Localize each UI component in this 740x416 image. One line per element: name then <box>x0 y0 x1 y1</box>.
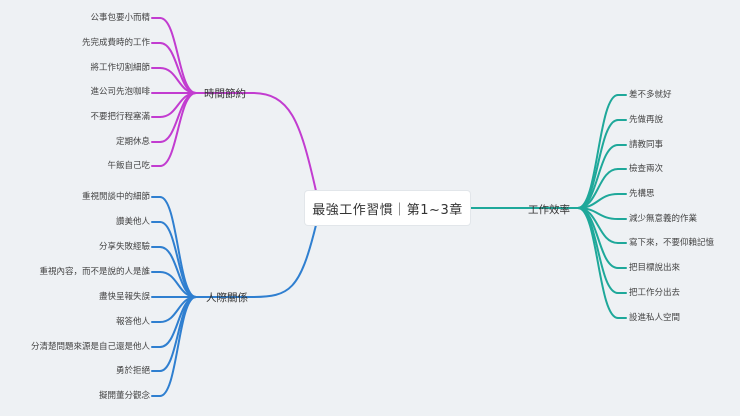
connector-eff-10 <box>577 207 619 319</box>
leaf-eff-9[interactable]: 把工作分出去 <box>629 288 681 298</box>
leaf-time-3[interactable]: 將工作切割細節 <box>90 63 150 73</box>
leaf-eff-3[interactable]: 請教同事 <box>629 140 664 150</box>
connector-time-7 <box>159 92 197 167</box>
leaf-eff-7[interactable]: 寫下來，不要仰賴記憶 <box>629 238 715 248</box>
leaf-eff-5[interactable]: 先構思 <box>629 189 655 199</box>
connector-center-people <box>251 224 317 298</box>
connector-center-time <box>251 92 317 192</box>
branch-time-saving[interactable]: 時間節約 <box>204 86 246 101</box>
leaf-people-7[interactable]: 分清楚問題來源是自己還是他人 <box>30 342 150 352</box>
leaf-people-4[interactable]: 重視內容，而不是說的人是誰 <box>39 267 150 277</box>
leaf-time-5[interactable]: 不要把行程塞滿 <box>90 112 150 122</box>
leaf-people-9[interactable]: 擬開董分觀念 <box>98 391 150 401</box>
leaf-time-4[interactable]: 進公司先泡咖啡 <box>90 87 150 97</box>
leaf-people-5[interactable]: 盡快呈報失誤 <box>98 292 150 302</box>
leaf-eff-10[interactable]: 設進私人空間 <box>629 313 681 323</box>
leaf-people-2[interactable]: 讚美他人 <box>115 217 150 227</box>
leaf-eff-6[interactable]: 減少無意義的作業 <box>629 214 698 224</box>
connector-people-9 <box>159 296 197 397</box>
leaf-people-3[interactable]: 分享失敗經驗 <box>98 242 150 252</box>
branch-efficiency[interactable]: 工作效率 <box>528 202 570 217</box>
branch-relationships[interactable]: 人際關係 <box>206 290 248 305</box>
leaf-time-2[interactable]: 先完成費時的工作 <box>81 38 150 48</box>
branch-efficiency-label: 工作效率 <box>528 204 570 216</box>
leaf-time-7[interactable]: 午飯自己吃 <box>107 161 150 171</box>
connector-eff-9 <box>577 207 619 294</box>
leaf-time-1[interactable]: 公事包要小而精 <box>90 13 150 23</box>
leaf-time-6[interactable]: 定期休息 <box>115 137 150 147</box>
branch-relationships-label: 人際關係 <box>206 292 248 304</box>
leaf-people-6[interactable]: 報答他人 <box>115 317 150 327</box>
branch-time-saving-label: 時間節約 <box>204 88 246 100</box>
central-topic[interactable]: 最強工作習慣｜第1~3章 <box>305 191 470 225</box>
leaf-eff-4[interactable]: 檢查兩次 <box>629 164 664 174</box>
central-topic-label: 最強工作習慣｜第1~3章 <box>312 202 463 218</box>
connector-people-1 <box>159 196 197 298</box>
connector-time-6 <box>159 92 197 143</box>
leaf-eff-1[interactable]: 差不多就好 <box>629 90 672 100</box>
leaf-eff-8[interactable]: 把目標說出來 <box>629 263 681 273</box>
leaf-people-1[interactable]: 重視閒談中的細節 <box>81 192 150 202</box>
leaf-eff-2[interactable]: 先做再說 <box>629 115 664 125</box>
leaf-people-8[interactable]: 勇於拒絕 <box>115 366 150 376</box>
connector-eff-1 <box>577 94 619 209</box>
